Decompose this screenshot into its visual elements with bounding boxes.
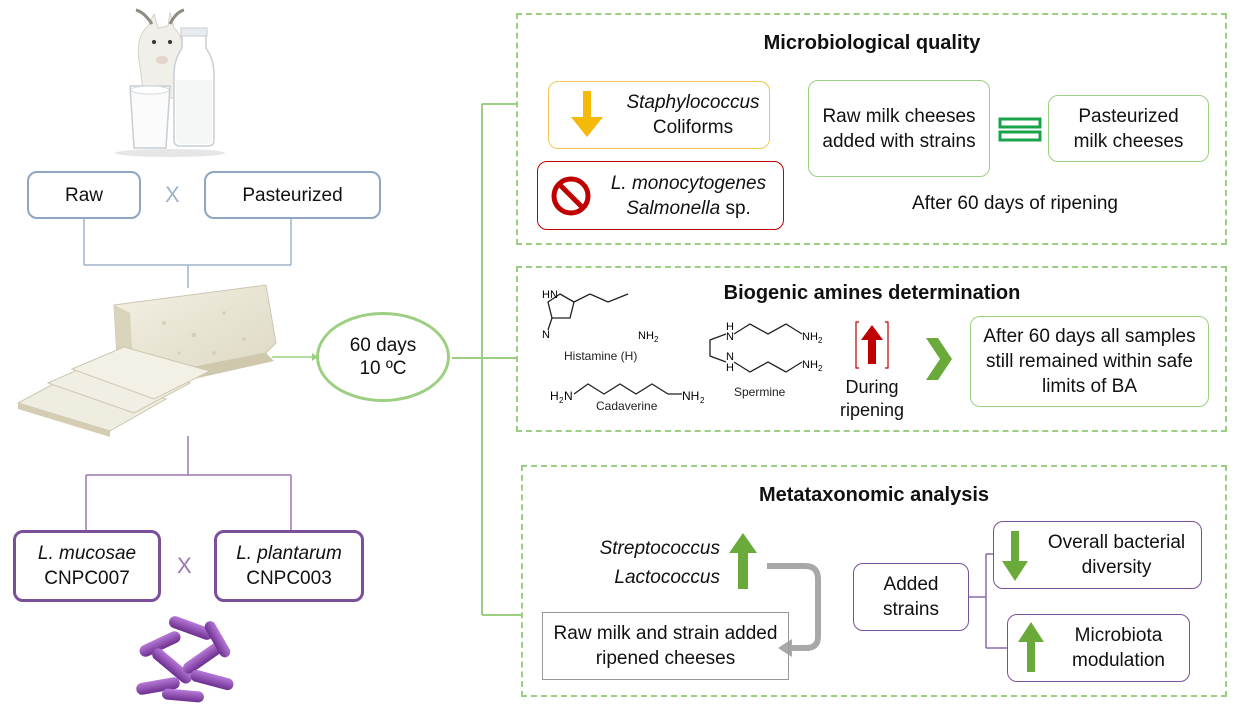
up-arrow-icon <box>1018 622 1044 672</box>
metataxonomic-panel <box>521 465 1227 697</box>
up-arrow-icon <box>855 321 889 369</box>
staphylococcus-label: Staphylococcus <box>626 92 760 113</box>
histamine-label: Histamine (H) <box>564 349 638 363</box>
biogenic-title: Biogenic amines determination <box>723 282 1021 304</box>
during-ripening-label: During ripening <box>839 377 905 420</box>
raw-milk-cheeses-box: Raw milk cheeses added with strains <box>808 80 990 177</box>
svg-text:N: N <box>726 351 734 363</box>
svg-text:HN: HN <box>542 289 558 301</box>
storage-temperature: 10 ºC <box>359 358 407 379</box>
diversity-label: Overall bacterial diversity <box>1047 532 1186 578</box>
safe-limits-box: After 60 days all samples still remained… <box>970 316 1209 407</box>
diversity-box: Overall bacterial diversity <box>993 521 1202 589</box>
svg-text:2: 2 <box>818 364 823 373</box>
svg-text:NH: NH <box>802 359 818 371</box>
biogenic-panel <box>516 266 1227 432</box>
x-sign-strains: X <box>177 553 192 578</box>
genera-list: Streptococcus Lactococcus <box>570 534 720 592</box>
ripening-note: After 60 days of ripening <box>912 193 1118 214</box>
svg-text:N: N <box>542 329 550 341</box>
strain-name: L. mucosae <box>37 543 137 564</box>
spermine-label: Spermine <box>734 385 786 399</box>
streptococcus-label: Streptococcus <box>599 538 720 559</box>
svg-text:H: H <box>726 362 734 374</box>
modulation-box: Microbiota modulation <box>1007 614 1190 682</box>
microbiological-title: Microbiological quality <box>763 32 981 54</box>
svg-text:H: H <box>550 389 559 403</box>
x-sign-milk: X <box>165 182 180 207</box>
down-arrow-icon <box>1002 531 1028 581</box>
strain-code: CNPC003 <box>246 568 332 589</box>
coliforms-label: Coliforms <box>652 117 734 138</box>
storage-days: 60 days <box>349 335 417 356</box>
cadaverine-label: Cadaverine <box>596 399 658 413</box>
cheese-illustration <box>16 284 277 437</box>
bacteria-illustration <box>136 616 234 703</box>
decreased-box: Staphylococcus Coliforms <box>548 81 770 149</box>
microbiological-panel <box>516 13 1227 245</box>
svg-text:2: 2 <box>559 396 564 405</box>
strain-box-mucosae: L. mucosae CNPC007 <box>13 530 161 602</box>
raw-milk-box: Raw <box>27 171 141 219</box>
equal-icon <box>998 117 1042 142</box>
ripened-cheeses-box: Raw milk and strain added ripened cheese… <box>542 612 789 680</box>
goat-milk-illustration <box>115 8 225 157</box>
strain-name: L. plantarum <box>236 543 342 564</box>
svg-text:NH: NH <box>802 331 818 343</box>
listeria-label: L. monocytogenes <box>610 172 767 194</box>
up-arrow-icon <box>729 533 757 589</box>
down-arrow-icon <box>571 91 603 137</box>
svg-text:H: H <box>726 321 734 333</box>
lactococcus-label: Lactococcus <box>614 567 720 588</box>
added-strains-box: Added strains <box>853 563 969 631</box>
metataxonomic-title: Metataxonomic analysis <box>758 484 990 506</box>
svg-text:2: 2 <box>654 335 659 344</box>
modulation-label: Microbiota modulation <box>1072 625 1165 671</box>
prohibited-icon <box>551 176 591 215</box>
pasteurized-milk-box: Pasteurized <box>204 171 381 219</box>
absent-box: L. monocytogenes Salmonella sp. <box>537 161 784 230</box>
histamine-structure: HN N NH 2 <box>542 289 659 344</box>
strain-code: CNPC007 <box>44 568 130 589</box>
spermine-structure: H N N H NH 2 NH 2 <box>709 321 823 374</box>
salmonella-label: Salmonella sp. <box>626 197 751 219</box>
pasteurized-cheeses-box: Pasteurized milk cheeses <box>1048 95 1209 162</box>
storage-ellipse: 60 days 10 ºC <box>316 312 450 402</box>
svg-text:N: N <box>726 331 734 343</box>
svg-text:2: 2 <box>818 336 823 345</box>
chevron-right-icon <box>926 338 952 380</box>
svg-text:NH: NH <box>682 389 699 403</box>
strain-box-plantarum: L. plantarum CNPC003 <box>214 530 364 602</box>
cadaverine-structure: H 2 N NH 2 <box>550 383 705 405</box>
svg-text:N: N <box>564 389 573 403</box>
svg-text:NH: NH <box>638 330 654 342</box>
svg-text:2: 2 <box>700 396 705 405</box>
